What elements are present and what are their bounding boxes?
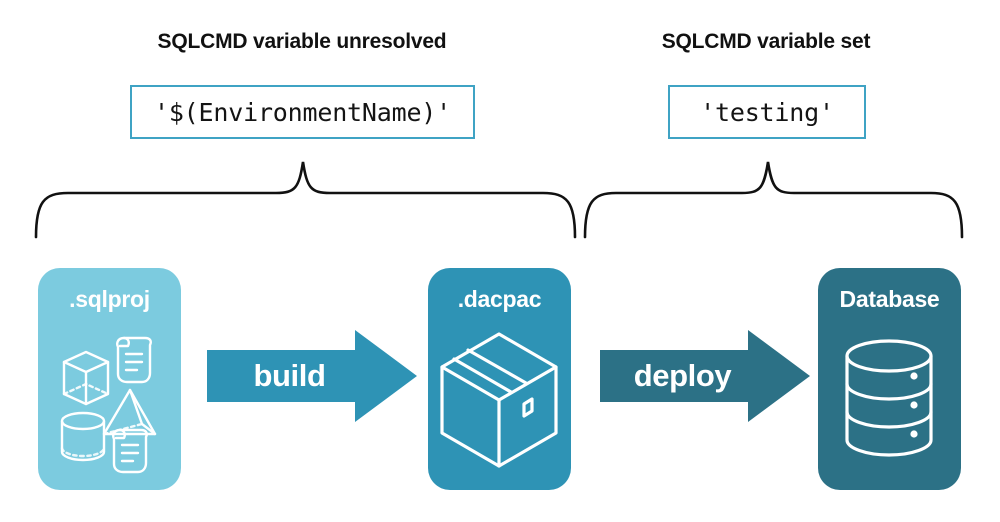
braces-svg — [34, 161, 964, 239]
arrow-deploy: deploy — [600, 330, 810, 422]
package-box-icon — [428, 320, 571, 488]
brace-group — [0, 140, 1000, 250]
entity-dacpac-label: .dacpac — [457, 286, 542, 312]
section-heading-unresolved: SQLCMD variable unresolved — [157, 30, 447, 53]
right-arrow-icon — [207, 330, 417, 422]
right-brace-icon — [583, 161, 964, 239]
entity-sqlproj: .sqlproj — [38, 268, 181, 490]
right-arrow-icon — [600, 330, 810, 422]
left-brace-icon — [34, 161, 577, 239]
entity-database: Database — [818, 268, 961, 490]
database-cylinder-icon — [818, 320, 961, 488]
entity-dacpac: .dacpac — [428, 268, 571, 490]
section-heading-set: SQLCMD variable set — [661, 30, 871, 53]
project-shapes-icon — [38, 320, 181, 488]
value-box-testing: 'testing' — [668, 85, 866, 139]
arrow-build: build — [207, 330, 417, 422]
entity-sqlproj-label: .sqlproj — [69, 286, 150, 312]
entity-database-label: Database — [839, 286, 940, 312]
value-box-environment-name: '$(EnvironmentName)' — [130, 85, 475, 139]
